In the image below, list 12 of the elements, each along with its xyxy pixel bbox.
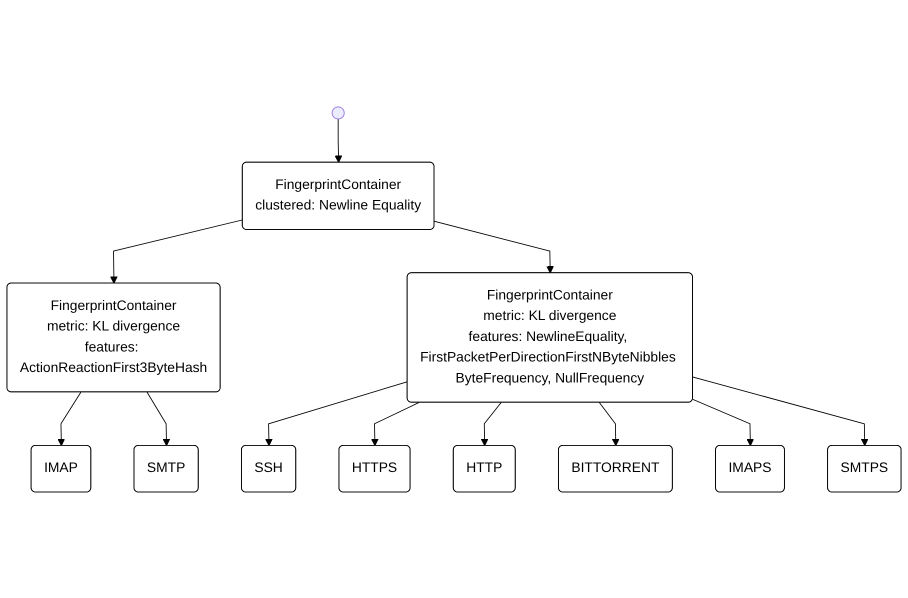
arrow (692, 376, 868, 446)
arrow (371, 402, 420, 446)
arrow (57, 391, 82, 446)
arrow (434, 220, 554, 273)
arrow (692, 398, 754, 446)
node-circle (332, 106, 345, 119)
arrow (334, 118, 342, 162)
arrow (480, 402, 502, 446)
arrow (110, 218, 244, 284)
arrow (599, 402, 620, 446)
arrow (265, 380, 408, 446)
arrow (146, 391, 170, 446)
